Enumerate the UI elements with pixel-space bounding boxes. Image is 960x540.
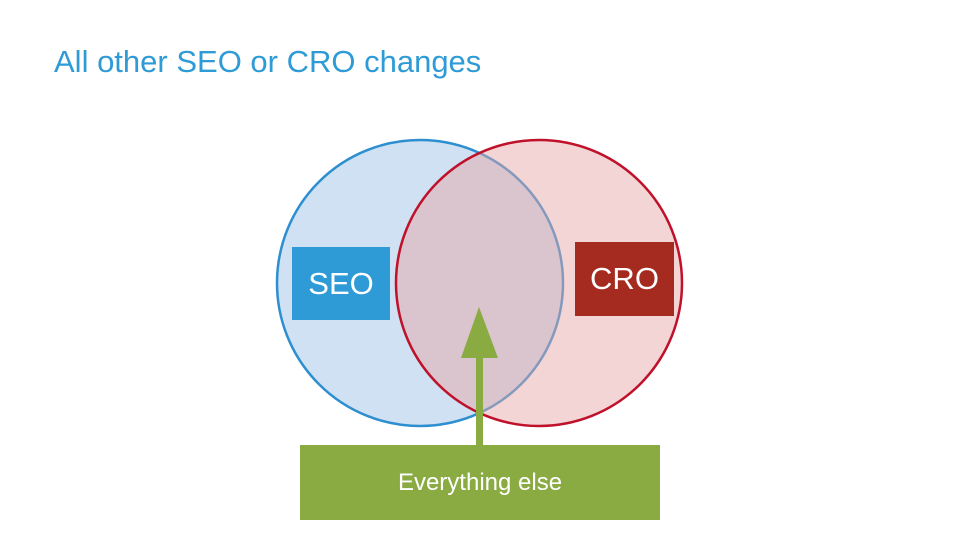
seo-label: SEO xyxy=(292,247,390,320)
everything-else-box: Everything else xyxy=(300,445,660,520)
arrow-shaft xyxy=(476,355,483,447)
slide-title: All other SEO or CRO changes xyxy=(54,44,482,79)
cro-label: CRO xyxy=(575,242,674,316)
arrow-head xyxy=(461,307,498,358)
